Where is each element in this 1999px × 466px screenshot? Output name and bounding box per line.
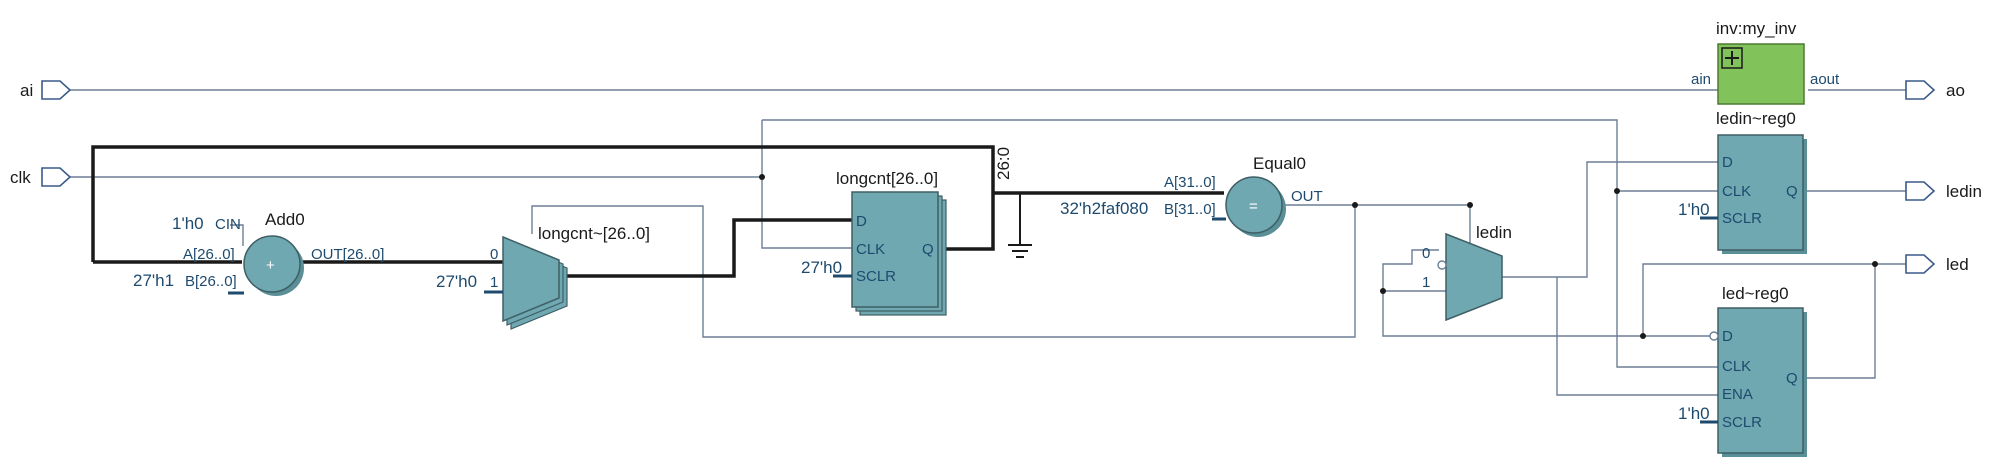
reg-ledin-name: ledin~reg0 <box>1716 109 1796 128</box>
comparator-equal0[interactable]: Equal0 = A[31..0] B[31..0] OUT 32'h2faf0… <box>1060 154 1323 237</box>
wire-cin[interactable] <box>230 224 244 246</box>
mux-ledin-name: ledin <box>1476 223 1512 242</box>
wire-equal-feedback[interactable] <box>531 205 1356 338</box>
pin-out: OUT[26..0] <box>311 246 384 263</box>
port-label-ledin: ledin <box>1946 182 1982 201</box>
wire-mux-ledin-ena[interactable] <box>1556 277 1718 396</box>
instance-name: inv:my_inv <box>1716 19 1797 38</box>
junctions <box>759 174 1878 339</box>
wires <box>68 89 1906 396</box>
reg-longcnt-name: longcnt[26..0] <box>836 169 938 188</box>
pin-d: D <box>1722 154 1733 171</box>
pin-0: 0 <box>1422 245 1430 262</box>
wire-equal-out[interactable] <box>1260 204 1471 247</box>
wire-led[interactable] <box>1805 263 1906 379</box>
buses <box>91 145 1224 278</box>
pin-q: Q <box>922 241 934 258</box>
wire-led-feedback-d[interactable] <box>1642 263 1875 337</box>
pin-out: OUT <box>1291 188 1323 205</box>
wire-led-feedback-mux0[interactable] <box>1382 249 1439 291</box>
pin-a: A[26..0] <box>183 246 235 263</box>
output-port-ao[interactable]: ao <box>1905 80 1965 100</box>
register-longcnt[interactable]: longcnt[26..0] D CLK SCLR Q 27'h0 <box>801 169 947 316</box>
const-sclr: 1'h0 <box>1678 200 1710 219</box>
output-port-ledin[interactable]: ledin <box>1905 181 1982 201</box>
input-port-ai[interactable]: ai <box>20 80 72 100</box>
pin-clk: CLK <box>1722 358 1751 375</box>
pin-b: B[31..0] <box>1164 201 1216 218</box>
pin-0: 0 <box>490 246 498 263</box>
register-led-reg0[interactable]: led~reg0 D CLK ENA SCLR Q 1'h0 <box>1678 284 1807 457</box>
pin-cin: CIN <box>215 216 241 233</box>
bus-mux-out[interactable] <box>565 218 852 278</box>
const-sclr: 1'h0 <box>1678 404 1710 423</box>
pin-d: D <box>1722 328 1733 345</box>
pin-1: 1 <box>490 274 498 291</box>
plus-icon: + <box>266 257 275 274</box>
pin-1: 1 <box>1422 274 1430 291</box>
pin-clk: CLK <box>856 241 885 258</box>
pin-ain: ain <box>1691 71 1711 88</box>
reg-led-name: led~reg0 <box>1722 284 1789 303</box>
equals-icon: = <box>1249 198 1258 215</box>
port-label-ai: ai <box>20 81 33 100</box>
pin-sclr: SCLR <box>1722 210 1762 227</box>
pin-sclr: SCLR <box>1722 414 1762 431</box>
register-ledin-reg0[interactable]: ledin~reg0 D CLK SCLR Q 1'h0 <box>1678 109 1807 254</box>
port-label-led: led <box>1946 255 1969 274</box>
pin-d: D <box>856 213 867 230</box>
pin-ena: ENA <box>1722 386 1753 403</box>
add0-name: Add0 <box>265 210 305 229</box>
input-port-clk[interactable]: clk <box>10 167 72 187</box>
port-label-clk: clk <box>10 168 31 187</box>
pin-aout: aout <box>1810 71 1840 88</box>
const-cin: 1'h0 <box>172 214 204 233</box>
wire-led-feedback-mux1[interactable] <box>1382 290 1643 337</box>
pin-q: Q <box>1786 370 1798 387</box>
pin-b: B[26..0] <box>185 273 237 290</box>
mux-longcnt-name: longcnt~[26..0] <box>538 224 650 243</box>
equal0-name: Equal0 <box>1253 154 1306 173</box>
output-port-led[interactable]: led <box>1905 254 1969 274</box>
wire-mux-ledin-d[interactable] <box>1502 161 1718 278</box>
wire-clk-led[interactable] <box>762 119 1718 368</box>
port-label-ao: ao <box>1946 81 1965 100</box>
const-b: 32'h2faf080 <box>1060 199 1148 218</box>
pin-clk: CLK <box>1722 183 1751 200</box>
wire-clk-longcnt[interactable] <box>761 120 852 249</box>
pin-q: Q <box>1786 183 1798 200</box>
bus-longcnt-q-add-a[interactable] <box>91 145 995 262</box>
pin-sclr: SCLR <box>856 268 896 285</box>
mux-ledin[interactable]: ledin 0 1 <box>1422 223 1512 322</box>
const-sclr: 27'h0 <box>801 258 842 277</box>
const-in1: 27'h0 <box>436 272 477 291</box>
adder-add0[interactable]: Add0 + CIN A[26..0] B[26..0] OUT[26..0] … <box>133 210 384 296</box>
instance-inv-my-inv[interactable]: inv:my_inv ain aout <box>1691 19 1840 105</box>
const-b: 27'h1 <box>133 271 174 290</box>
pin-a: A[31..0] <box>1164 174 1216 191</box>
mux-longcnt[interactable]: longcnt~[26..0] 0 1 27'h0 <box>436 224 650 330</box>
bus-slice-label: 26:0 <box>994 147 1013 180</box>
